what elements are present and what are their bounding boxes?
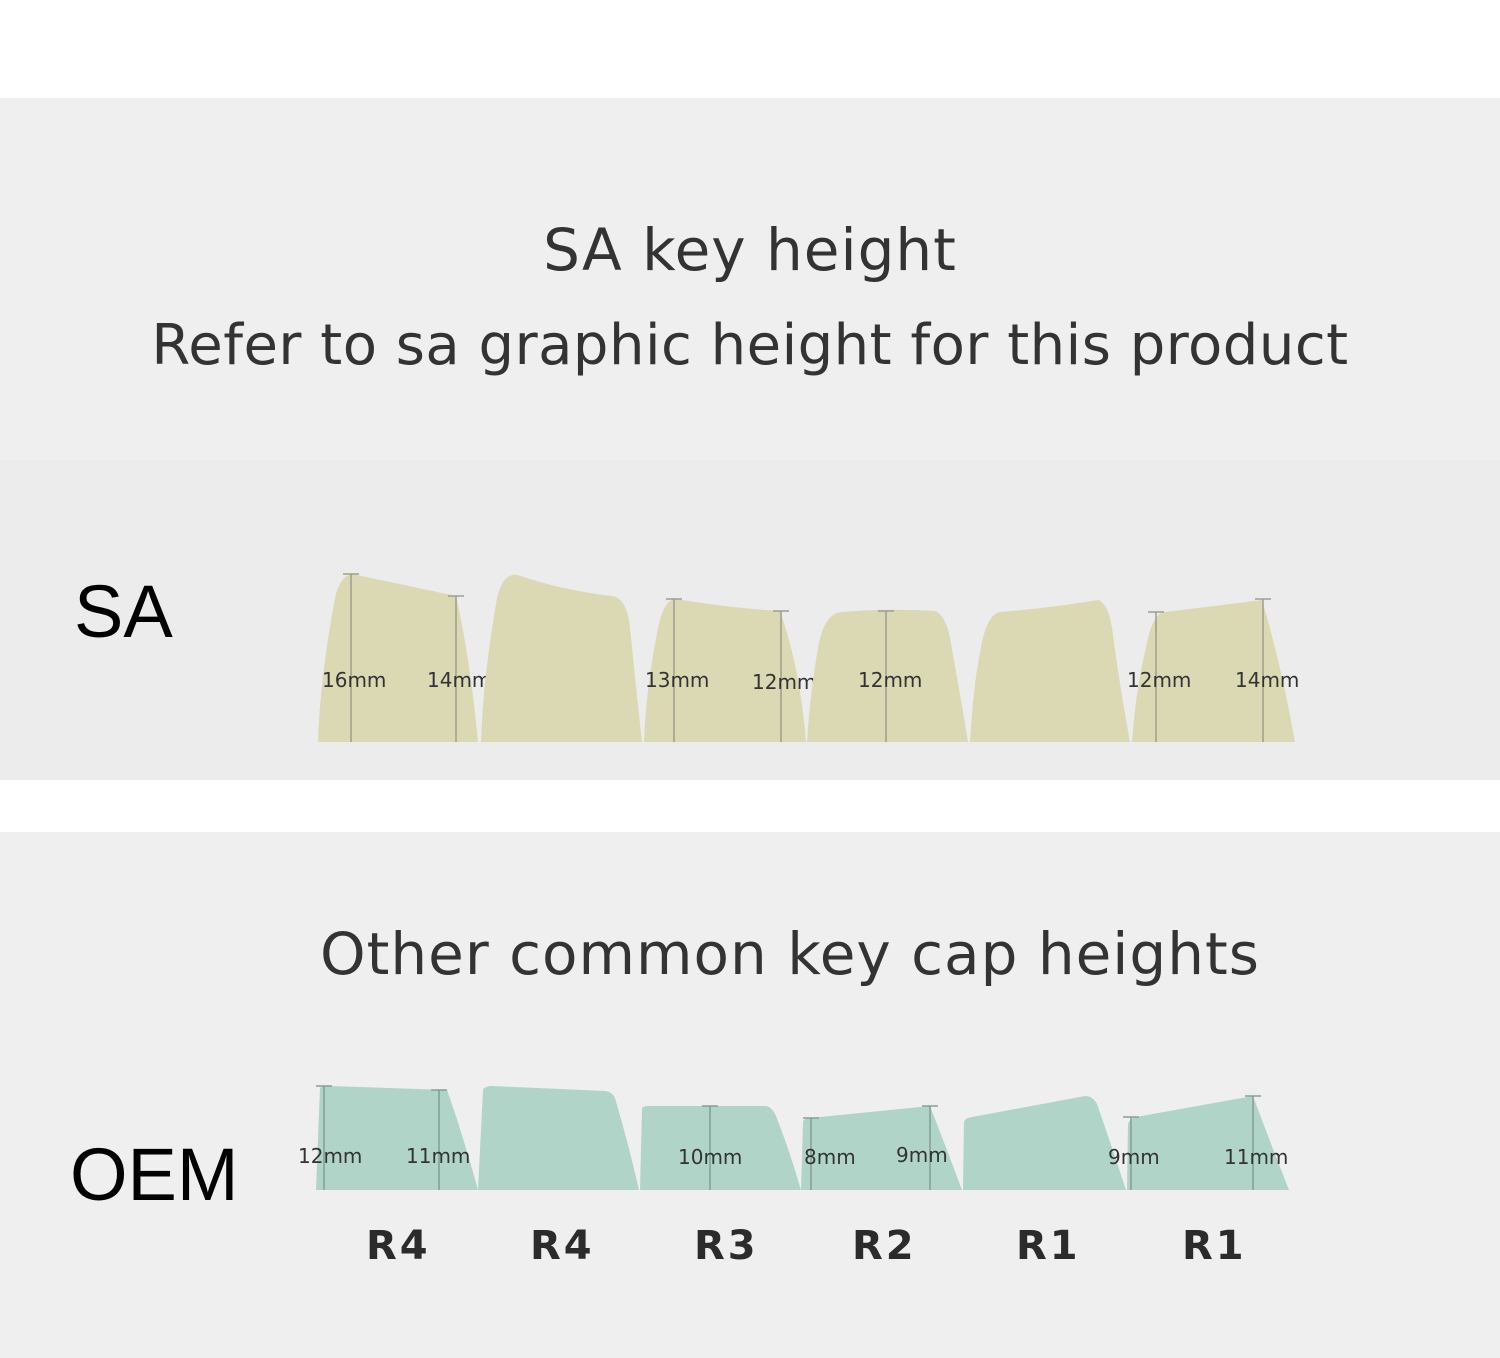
- right-height-label: 12mm: [752, 670, 816, 694]
- right-height-label: 14mm: [1235, 668, 1299, 692]
- sa-keycap-shape: [970, 600, 1130, 742]
- right-height-label: 14mm: [427, 668, 491, 692]
- left-height-label: 12mm: [1127, 668, 1191, 692]
- left-height-label: 9mm: [1108, 1145, 1160, 1169]
- oem-keycap-shape: [478, 1086, 639, 1190]
- sa-key-1: 16mm 14mm R1: [318, 573, 491, 742]
- oem-keycap-shape: [316, 1085, 478, 1190]
- sa-key-4: 12mm R3: [807, 609, 968, 742]
- left-height-label: 10mm: [678, 1145, 742, 1169]
- row-label: R1: [1182, 1223, 1247, 1269]
- row-label: R4: [366, 1223, 431, 1269]
- left-height-label: 12mm: [298, 1144, 362, 1168]
- left-height-label: 8mm: [804, 1145, 856, 1169]
- row-label: R2: [852, 1223, 917, 1269]
- row-label: R1: [1016, 1223, 1081, 1269]
- row-label: R4: [530, 1223, 595, 1269]
- left-height-label: 12mm: [858, 668, 922, 692]
- sa-section: SA key height Refer to sa graphic height…: [0, 98, 1500, 780]
- sa-key-3: 13mm 12mm R2: [644, 598, 816, 742]
- sa-keycap-shape: [644, 599, 806, 742]
- sa-keycap-diagram: 16mm 14mm R1 R1 13mm 12mm R2 12mm R3: [318, 573, 1299, 742]
- oem-keycap-shape: [640, 1106, 801, 1190]
- row-label: R3: [694, 1223, 759, 1269]
- sa-title: SA key height: [543, 216, 957, 284]
- oem-profile-label: OEM: [70, 1133, 239, 1216]
- sa-subtitle: Refer to sa graphic height for this prod…: [151, 313, 1349, 378]
- sa-keycap-shape: [481, 574, 642, 742]
- oem-key-6: 9mm 11mm R1: [1108, 1095, 1289, 1269]
- left-height-label: 13mm: [645, 668, 709, 692]
- oem-title: Other common key cap heights: [320, 920, 1260, 988]
- oem-key-2: R4: [478, 1086, 639, 1269]
- sa-keycap-shape: [318, 574, 478, 742]
- sa-profile-label: SA: [74, 570, 173, 653]
- oem-keycap-shape: [801, 1106, 962, 1190]
- oem-key-4: 8mm 9mm R2: [801, 1105, 962, 1269]
- oem-key-5: R1: [963, 1096, 1126, 1269]
- right-height-label: 11mm: [406, 1144, 470, 1168]
- oem-keycap-shape: [1127, 1096, 1289, 1190]
- oem-key-1: 12mm 11mm R4: [298, 1085, 478, 1269]
- sa-keycap-shape: [1132, 600, 1295, 742]
- sa-keycap-shape: [807, 609, 968, 742]
- left-height-label: 16mm: [322, 668, 386, 692]
- sa-key-5: R4: [970, 600, 1130, 742]
- oem-key-3: 10mm R3: [640, 1105, 801, 1269]
- right-height-label: 9mm: [896, 1143, 948, 1167]
- oem-keycap-diagram: 12mm 11mm R4 R4 10mm R3 8mm 9mm R2 R: [298, 1085, 1289, 1269]
- oem-section: Other common key cap heights OEM 12mm 11…: [0, 832, 1500, 1358]
- sa-key-6: 12mm 14mm R4: [1127, 598, 1299, 742]
- sa-key-2: R1: [481, 574, 642, 742]
- oem-keycap-shape: [963, 1096, 1126, 1190]
- right-height-label: 11mm: [1224, 1145, 1288, 1169]
